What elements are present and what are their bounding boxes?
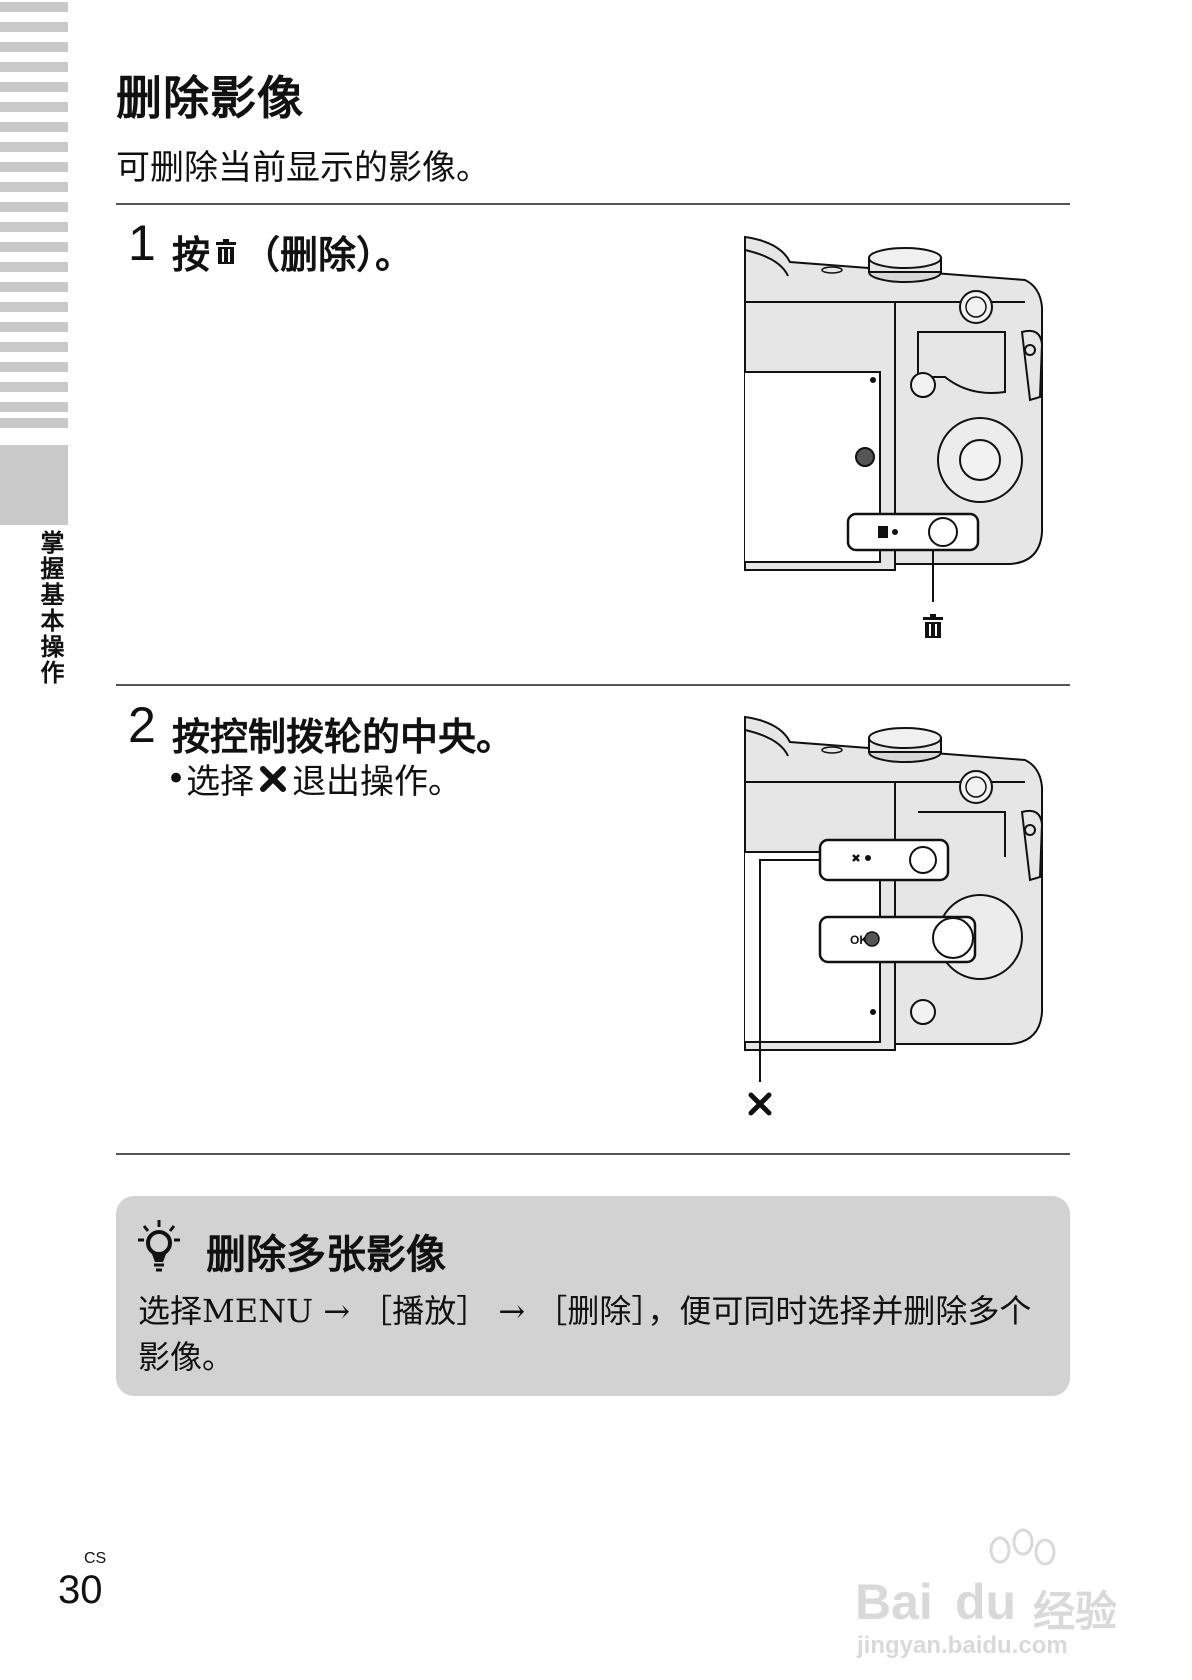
step-1-text-before: 按 (172, 233, 211, 277)
step-2-text: 按控制拨轮的中央。 (172, 715, 515, 759)
section-tab (0, 445, 68, 525)
section-label: 掌握基本操作 (36, 530, 64, 686)
lightbulb-icon (138, 1220, 180, 1272)
page-language: CS (84, 1550, 107, 1567)
step-2-subtext: • 选择 退出操作。 (166, 754, 462, 803)
step-2-number: 2 (128, 697, 156, 753)
page-title: 删除影像 (116, 71, 304, 125)
page-number: 30 (58, 1568, 103, 1612)
paw-icon (989, 1528, 1056, 1566)
ok-label: OK (850, 933, 868, 947)
step-1-text: 按 （删除）。 (172, 224, 413, 279)
divider-middle (116, 684, 1070, 686)
watermark-url: jingyan.baidu.com (857, 1632, 1068, 1659)
intro-text: 可删除当前显示的影像。 (116, 148, 490, 188)
trash-icon (216, 238, 237, 264)
divider-bottom (116, 1153, 1070, 1155)
camera-figure-1 (744, 235, 1044, 638)
watermark-brand: Bai (855, 1574, 933, 1630)
watermark-brand-cn: 经验 (1033, 1588, 1118, 1635)
x-icon (748, 1092, 772, 1116)
step-1-number: 1 (128, 215, 156, 271)
edge-stripes (0, 0, 68, 430)
trash-icon (923, 614, 943, 638)
tip-body: 选择MENU → ［播放］ → ［删除］，便可同时选择并删除多个影像。 (138, 1292, 1032, 1376)
divider-top (116, 203, 1070, 205)
baidu-watermark: Bai du 经验 jingyan.baidu.com (855, 1528, 1155, 1659)
step-1-text-after: （删除）。 (242, 233, 414, 277)
tip-box: 删除多张影像 选择MENU → ［播放］ → ［删除］，便可同时选择并删除多个影… (116, 1196, 1070, 1396)
x-icon (260, 765, 287, 792)
camera-figure-2: OK (744, 715, 1044, 1116)
watermark-brand-2: du (955, 1574, 1017, 1630)
step-2-sub-before: 选择 (186, 762, 255, 802)
tip-title: 删除多张影像 (206, 1232, 446, 1278)
step-2-sub-after: 退出操作。 (292, 762, 463, 802)
bullet: • (166, 758, 187, 799)
